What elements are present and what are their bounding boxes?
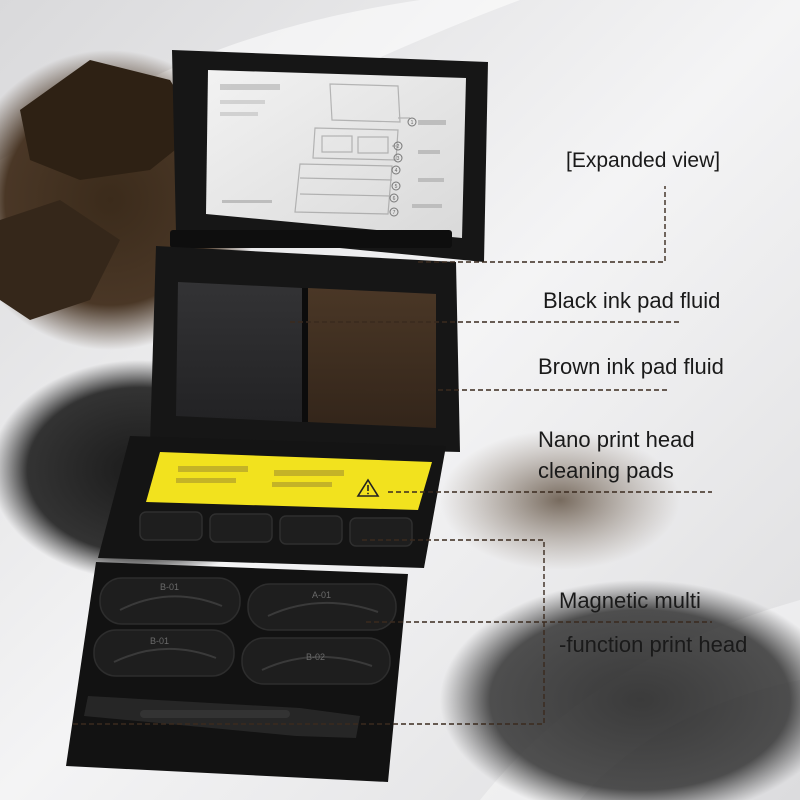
pad-code: B-02: [306, 652, 325, 662]
leader-magnetic-box: [72, 539, 545, 725]
diagram-callout-numbers: 1 2 3 4 5 6 7: [393, 120, 414, 216]
pad-code: B-01: [150, 636, 169, 646]
dark-powder-smudge: [440, 580, 800, 800]
diagram-number: 1: [411, 120, 414, 126]
pad-code: B-01: [160, 582, 179, 592]
cleaning-pad-blurred-text: [176, 466, 344, 487]
pad-codes: B-01 A-01 B-01 B-02: [150, 582, 331, 662]
leader-expanded-view: [418, 186, 666, 263]
diagram-number: 7: [393, 210, 396, 216]
mirror-blurred-text: [222, 120, 446, 208]
brown-powder-pile: [20, 60, 200, 180]
leader-lines: [72, 186, 712, 725]
brown-powder-smudge-right: [440, 430, 680, 570]
brown-ink-pad: [308, 288, 436, 428]
label-nano-line-1: Nano print head: [538, 427, 695, 452]
label-black-ink-pad-fluid: Black ink pad fluid: [543, 288, 721, 313]
compact-case: 1 2 3 4 5 6 7: [66, 50, 488, 782]
label-nano-print-head-cleaning-pads: Nano print head cleaning pads: [538, 424, 695, 486]
diagram-number: 6: [393, 196, 396, 202]
diagram-number: 3: [397, 156, 400, 162]
diagram-callouts: [389, 117, 417, 217]
eyelash-patterns: [113, 595, 379, 671]
diagram-number: 5: [395, 184, 398, 190]
diagram-number: 4: [395, 168, 398, 174]
warning-icon: [356, 478, 380, 497]
applicator-pen-clip: [140, 710, 290, 718]
stamp-heads: [93, 577, 397, 685]
hinge: [170, 230, 452, 248]
pad-code: A-01: [312, 590, 331, 600]
label-expanded-view: [Expanded view]: [566, 149, 721, 172]
print-head-slots: [139, 511, 413, 547]
black-ink-pad: [176, 282, 302, 422]
label-brown-ink-pad-fluid: Brown ink pad fluid: [538, 354, 724, 379]
label-nano-line-2: cleaning pads: [538, 458, 674, 483]
mirror-diagram: [220, 83, 410, 215]
diagram-number: 2: [397, 144, 400, 150]
pad-divider: [302, 288, 308, 422]
label-magnetic-line-1: Magnetic multi: [559, 588, 701, 613]
mirror: [206, 70, 466, 238]
brown-powder-pile: [0, 200, 120, 320]
label-magnetic-line-2: -function print head: [559, 632, 748, 657]
